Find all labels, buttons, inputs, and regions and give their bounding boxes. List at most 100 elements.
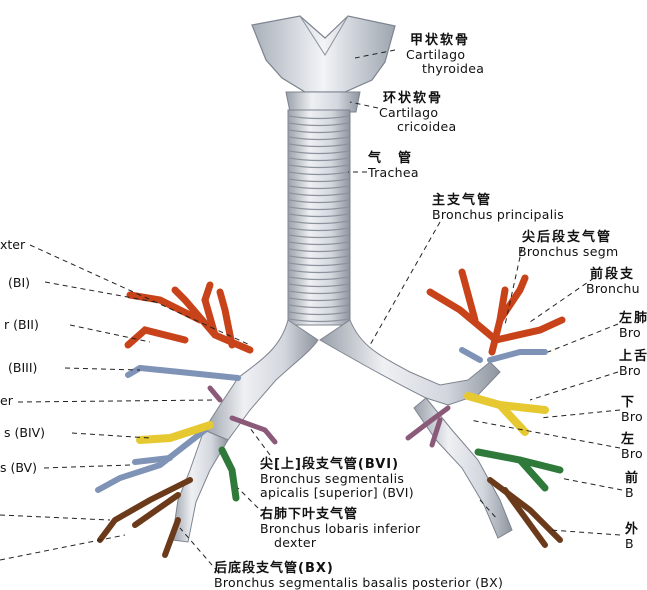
tracheal-ring (288, 262, 350, 267)
left-green-segment (474, 448, 564, 492)
bii-label: r (BII) (4, 317, 39, 332)
superior-lingular-label: 上舌 Bro (619, 350, 647, 378)
tracheal-ring (288, 318, 350, 323)
tracheal-ring (288, 122, 350, 127)
anterior-left-la: Bronchu (586, 281, 640, 296)
apical-superior-la2: apicalis [superior] (BVI) (260, 485, 414, 500)
tracheal-ring (288, 143, 350, 148)
posterior-basal-label: 后底段支气管(BX) Bronchus segmentalis basalis … (214, 562, 503, 590)
tracheal-ring (288, 171, 350, 176)
tracheal-ring (288, 304, 350, 309)
apical-superior-la1: Bronchus segmentalis (260, 471, 405, 486)
tracheal-ring (288, 255, 350, 260)
lateral-basal-left-label: 外 B (625, 523, 640, 551)
lateral-basal-left-la: B (625, 536, 634, 551)
cricoid-la1: Cartilago (379, 105, 439, 120)
apicoposterior-zh: 尖后段支气管 (522, 230, 613, 245)
anterior-left-label: 前段支 Bronchu (586, 267, 640, 296)
apical-superior-zh: 尖[上]段支气管(BVI) (260, 457, 400, 472)
left-upper-segments (426, 268, 566, 356)
inferior-lingular-label: 下 Bro (621, 396, 643, 424)
tracheal-rings (288, 115, 350, 323)
right-lower-lobe-label: 右肺下叶支气管 Bronchus lobaris inferior dexter (260, 508, 420, 550)
trachea-la: Trachea (368, 165, 419, 180)
dexter-label: xter (0, 237, 26, 252)
apicoposterior-la: Bronchus segm (518, 244, 619, 259)
thyroid-cartilage (251, 15, 396, 93)
thyroid-cartilage-label: 甲状软骨 Cartilago thyroidea (406, 33, 485, 76)
left-lower-trunk (413, 397, 513, 539)
tracheal-ring (288, 213, 350, 218)
principal-bronchus-label: 主支气管 Bronchus principalis (432, 194, 564, 222)
principal-la: Bronchus principalis (432, 207, 565, 222)
right-lower-lobe-zh: 右肺下叶支气管 (260, 507, 359, 522)
left-upper-label: 左肺 Bro (619, 312, 647, 340)
inferior-lingular-zh: 下 (621, 395, 637, 410)
biii-label: (BIII) (8, 360, 38, 375)
tracheal-ring (288, 157, 350, 162)
er-label: er (0, 393, 13, 408)
left-brown-segment (487, 477, 563, 548)
tracheal-ring (288, 150, 350, 155)
thyroid-la1: Cartilago (406, 47, 466, 62)
left-yellow-segment (464, 392, 549, 436)
tracheal-ring (288, 297, 350, 302)
cricoid-zh: 环状软骨 (383, 91, 444, 106)
trachea-label: 气 管 Trachea (368, 152, 419, 180)
lateral-basal-left-zh: 外 (625, 522, 641, 537)
left-blue-segment (459, 347, 548, 363)
superior-lingular-zh: 上舌 (619, 349, 647, 364)
tracheal-ring (288, 269, 350, 274)
anterior-left-zh: 前段支 (590, 267, 636, 282)
cricoid-la2: cricoidea (397, 119, 457, 134)
trachea-zh: 气 管 (368, 151, 414, 166)
anteromedial-basal-label: 前 B (625, 472, 640, 500)
biv-label: s (BIV) (4, 425, 46, 440)
leader-lines (0, 49, 623, 573)
right-lower-lobe-la2: dexter (274, 535, 317, 550)
tracheal-ring (288, 136, 350, 141)
right-lower-lobe-la1: Bronchus lobaris inferior (260, 521, 421, 536)
right-brown-segment (97, 477, 193, 558)
right-purple-segment (207, 385, 278, 445)
right-blue-segment (95, 364, 241, 493)
tracheal-ring (288, 164, 350, 169)
tracheal-ring (288, 129, 350, 134)
left-upper-la: Bro (619, 325, 641, 340)
tracheal-ring (288, 311, 350, 316)
tracheal-ring (288, 115, 350, 120)
thyroid-la2: thyroidea (422, 61, 485, 76)
right-yellow-segment (136, 421, 214, 444)
right-green-segment (218, 446, 240, 502)
tracheal-ring (288, 185, 350, 190)
cricoid-cartilage (285, 91, 361, 113)
principal-zh: 主支气管 (432, 193, 493, 208)
bi-label: (BI) (8, 275, 31, 290)
cricoid-cartilage-label: 环状软骨 Cartilago cricoidea (379, 91, 457, 134)
left-upper-zh: 左肺 (619, 311, 647, 326)
tracheal-ring (288, 199, 350, 204)
tracheal-ring (288, 227, 350, 232)
anteromedial-basal-zh: 前 (625, 471, 641, 486)
tracheal-ring (288, 290, 350, 295)
tracheal-ring (288, 206, 350, 211)
left-lower-zh: 左 (621, 432, 637, 447)
tracheal-ring (288, 220, 350, 225)
inferior-lingular-la: Bro (621, 409, 643, 424)
bv-label: s (BV) (0, 460, 37, 475)
left-lower-label: 左 Bro (621, 433, 643, 461)
right-upper-segments (124, 281, 254, 354)
apical-superior-label: 尖[上]段支气管(BVI) Bronchus segmentalis apica… (260, 458, 414, 500)
apicoposterior-label: 尖后段支气管 Bronchus segm (518, 230, 618, 259)
tracheal-ring (288, 283, 350, 288)
tracheal-ring (288, 178, 350, 183)
posterior-basal-zh: 后底段支气管(BX) (214, 561, 334, 576)
left-lower-la: Bro (621, 446, 643, 461)
tracheal-ring (288, 241, 350, 246)
tracheal-ring (288, 276, 350, 281)
thyroid-zh: 甲状软骨 (410, 33, 471, 48)
posterior-basal-la: Bronchus segmentalis basalis posterior (… (214, 575, 504, 590)
tracheal-ring (288, 234, 350, 239)
tracheal-ring (288, 248, 350, 253)
